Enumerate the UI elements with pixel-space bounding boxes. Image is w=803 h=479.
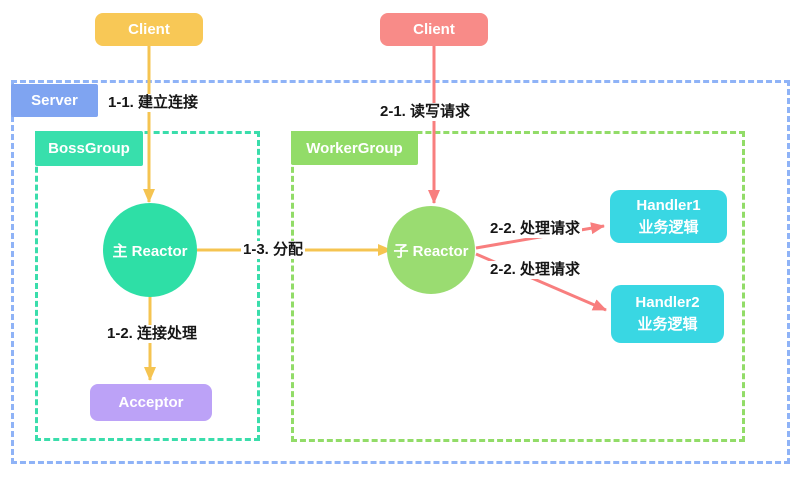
- handler2-subtitle: 业务逻辑: [637, 316, 698, 333]
- handler1-subtitle: 业务逻辑: [638, 218, 699, 236]
- worker-group-region: [291, 131, 745, 442]
- handler1-node: Handler1 业务逻辑: [610, 190, 727, 243]
- worker-group-label-text: WorkerGroup: [306, 139, 403, 157]
- boss-group-label-text: BossGroup: [48, 140, 130, 157]
- server-group-region: [11, 80, 790, 464]
- client-right-node: Client: [380, 13, 488, 46]
- main-reactor-label: 主 Reactor: [112, 242, 188, 260]
- edge-handle-request-1-label: 2-2. 处理请求: [488, 220, 583, 238]
- sub-reactor-node: 子 Reactor: [387, 206, 475, 294]
- client-right-label: Client: [413, 20, 455, 38]
- client-left-label: Client: [128, 20, 170, 38]
- server-group-label: Server: [11, 84, 98, 117]
- acceptor-node: Acceptor: [90, 384, 212, 421]
- handler1-title: Handler1: [636, 196, 701, 214]
- handler2-title: Handler2: [635, 294, 700, 312]
- server-group-label-text: Server: [31, 92, 78, 109]
- client-left-node: Client: [95, 13, 203, 46]
- edge-dispatch-label: 1-3. 分配: [241, 241, 306, 259]
- edge-handle-request-2-label: 2-2. 处理请求: [488, 261, 583, 279]
- edge-connection-handling-label: 1-2. 连接处理: [105, 325, 200, 343]
- acceptor-label: Acceptor: [118, 393, 184, 411]
- boss-group-label: BossGroup: [35, 131, 143, 166]
- handler2-node: Handler2 业务逻辑: [611, 285, 724, 343]
- main-reactor-node: 主 Reactor: [103, 203, 197, 297]
- worker-group-label: WorkerGroup: [291, 131, 418, 165]
- edge-establish-connection-label: 1-1. 建立连接: [106, 94, 201, 112]
- edge-read-write-request-label: 2-1. 读写请求: [378, 103, 473, 121]
- sub-reactor-label: 子 Reactor: [393, 242, 469, 260]
